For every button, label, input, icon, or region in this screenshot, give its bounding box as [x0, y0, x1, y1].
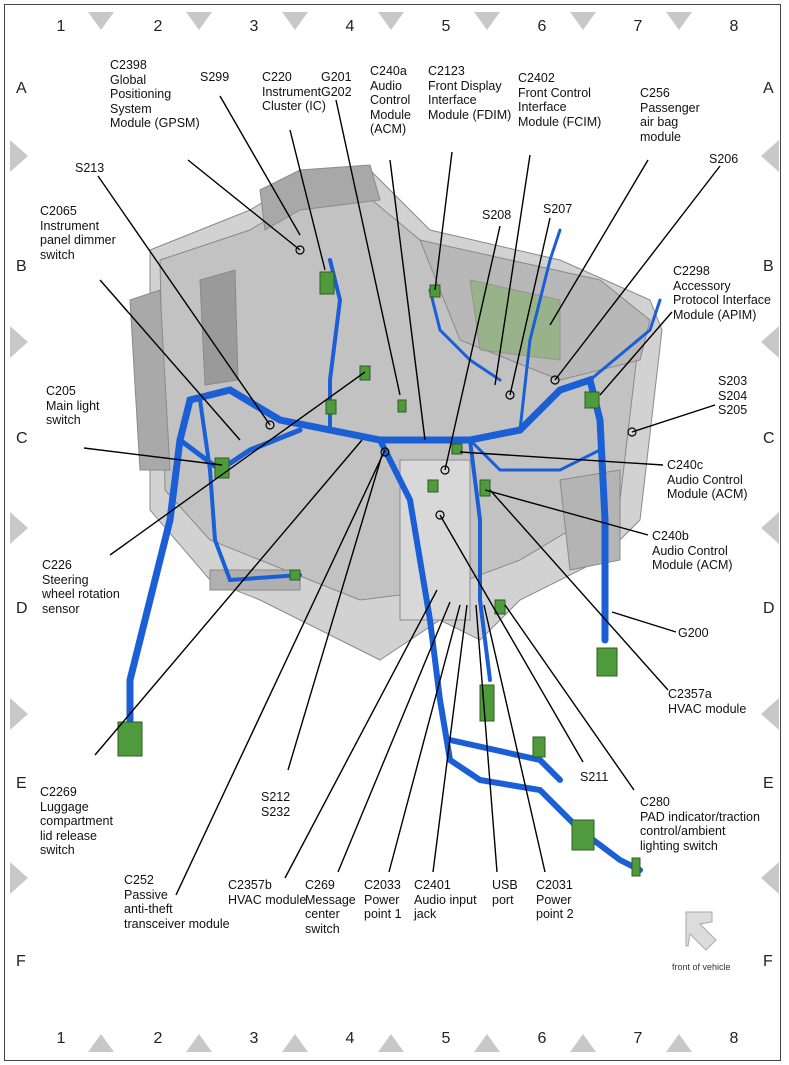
grid-col-3: 3: [249, 18, 259, 35]
label-c256-passenger-airbag: C256 Passenger air bag module: [640, 86, 700, 144]
grid-row-e-right: E: [763, 775, 774, 792]
grid-col-6-bottom: 6: [537, 1030, 547, 1047]
label-c240a-acm: C240a Audio Control Module (ACM): [370, 64, 411, 136]
grid-row-a: A: [16, 80, 27, 97]
label-c220-instrument-cluster: C220 Instrument Cluster (IC): [262, 70, 326, 113]
label-c269-message-center-switch: C269 Message center switch: [305, 878, 356, 936]
label-s207: S207: [543, 202, 573, 216]
grid-col-5-bottom: 5: [441, 1030, 451, 1047]
label-g201-g202: G201 G202: [321, 70, 352, 99]
grid-row-b: B: [16, 258, 27, 275]
grid-col-7-bottom: 7: [633, 1030, 643, 1047]
grid-col-4: 4: [345, 18, 355, 35]
grid-row-d-right: D: [763, 600, 775, 617]
grid-row-a-right: A: [763, 80, 774, 97]
border-markers: [10, 12, 779, 1052]
grid-col-5: 5: [441, 18, 451, 35]
label-c2031-power-point-2: C2031 Power point 2: [536, 878, 574, 921]
grid-col-6: 6: [537, 18, 547, 35]
grid-col-1-bottom: 1: [56, 1030, 66, 1047]
front-arrow-icon: [685, 911, 717, 951]
label-c205-main-light-switch: C205 Main light switch: [46, 384, 100, 427]
leader-lines: [83, 95, 721, 896]
grid-row-d: D: [16, 600, 28, 617]
grid-col-4-bottom: 4: [345, 1030, 355, 1047]
grid-col-8: 8: [729, 18, 739, 35]
label-g200: G200: [678, 626, 709, 640]
grid-col-7: 7: [633, 18, 643, 35]
label-c2298-apim: C2298 Accessory Protocol Interface Modul…: [673, 264, 771, 322]
label-c240b-acm: C240b Audio Control Module (ACM): [652, 529, 733, 572]
label-c2033-power-point-1: C2033 Power point 1: [364, 878, 402, 921]
label-c2398-gpsm: C2398 Global Positioning System Module (…: [110, 58, 200, 130]
label-c240c-acm: C240c Audio Control Module (ACM): [667, 458, 748, 501]
splice-markers: [265, 245, 637, 520]
label-c2065-dimmer-switch: C2065 Instrument panel dimmer switch: [40, 204, 116, 262]
grid-col-2-bottom: 2: [153, 1030, 163, 1047]
grid-row-c-right: C: [763, 430, 775, 447]
label-c280-pad-indicator: C280 PAD indicator/traction control/ambi…: [640, 795, 760, 853]
connectors: [117, 271, 641, 877]
label-s203-s204-s205: S203 S204 S205: [718, 374, 748, 417]
label-c2123-fdim: C2123 Front Display Interface Module (FD…: [428, 64, 512, 122]
grid-row-b-right: B: [763, 258, 774, 275]
label-s211: S211: [580, 770, 609, 784]
label-c252-pats-transceiver: C252 Passive anti-theft transceiver modu…: [124, 873, 230, 931]
instrument-panel: [129, 164, 663, 661]
label-c2357a-hvac: C2357a HVAC module: [668, 687, 747, 716]
label-s206: S206: [709, 152, 739, 166]
label-c2401-audio-input-jack: C2401 Audio input jack: [414, 878, 477, 921]
label-usb-port: USB port: [492, 878, 518, 907]
grid-col-3-bottom: 3: [249, 1030, 259, 1047]
label-c226-steering-rotation-sensor: C226 Steering wheel rotation sensor: [42, 558, 120, 616]
label-c2357b-hvac: C2357b HVAC module: [228, 878, 307, 907]
front-of-vehicle-label: front of vehicle: [672, 962, 731, 972]
grid-col-8-bottom: 8: [729, 1030, 739, 1047]
grid-row-f: F: [16, 953, 26, 970]
grid-row-e: E: [16, 775, 27, 792]
label-c2269-luggage-lid-switch: C2269 Luggage compartment lid release sw…: [40, 785, 113, 857]
label-s299: S299: [200, 70, 230, 84]
label-s213: S213: [75, 161, 105, 175]
grid-row-c: C: [16, 430, 28, 447]
grid-col-1: 1: [56, 18, 66, 35]
grid-row-f-right: F: [763, 953, 773, 970]
diagram-frame: [4, 4, 781, 1061]
label-s208: S208: [482, 208, 512, 222]
label-c2402-fcim: C2402 Front Control Interface Module (FC…: [518, 71, 602, 129]
grid-col-2: 2: [153, 18, 163, 35]
label-s212-s232: S212 S232: [261, 790, 291, 819]
